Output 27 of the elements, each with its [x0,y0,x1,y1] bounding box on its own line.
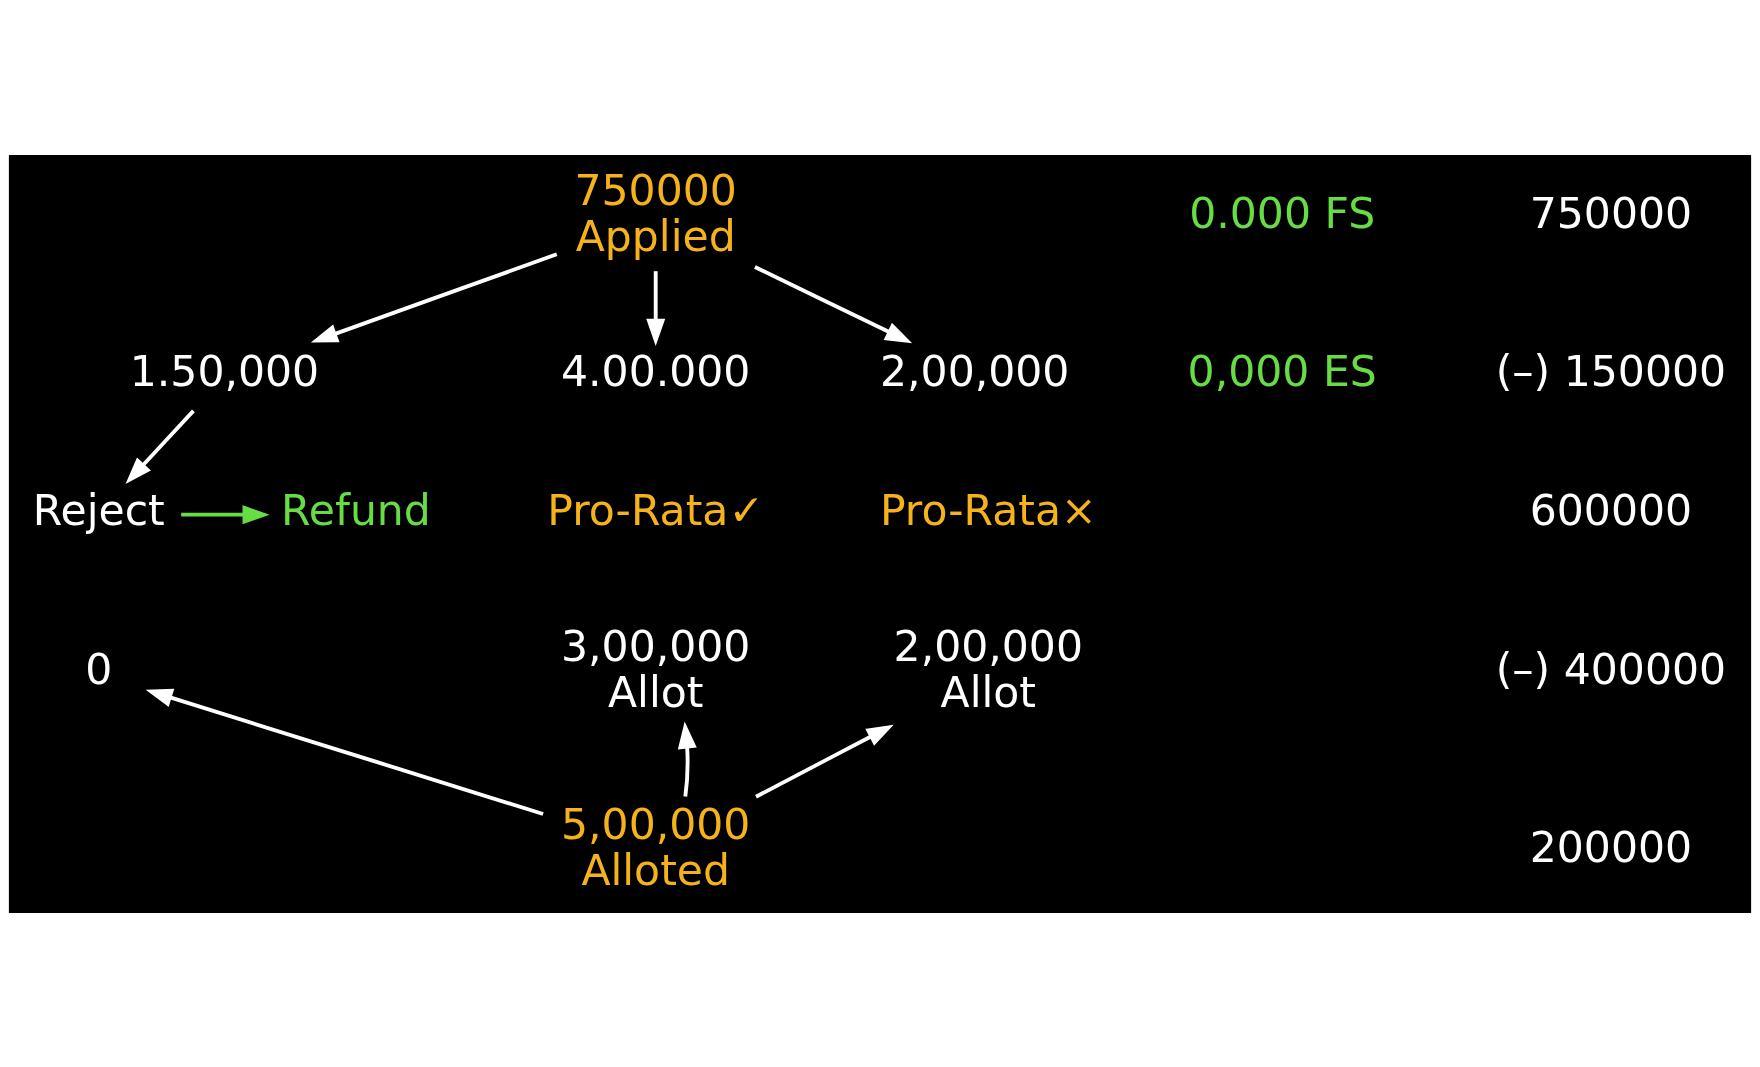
label: Pro-Rata× [879,485,1097,535]
label: 200000 [1529,822,1693,872]
arrow [646,270,666,346]
node-text: 2,00,000 [880,346,1070,396]
label: 600000 [1529,485,1693,535]
node-text: 750000 Applied [574,165,737,261]
node-text: 0 [85,644,113,694]
arrow [145,688,544,816]
arrow [310,251,558,343]
arrow [755,724,894,798]
node-text: Refund [281,485,431,535]
arrow [125,409,195,484]
node-text: Reject [32,485,165,535]
label: Pro-Rata✓ [547,485,765,535]
node-text: 1.50,000 [129,346,320,396]
label: (–) 150000 [1495,346,1727,396]
label: 750000 [1529,188,1693,238]
arrow [754,264,913,343]
arrow [677,721,697,797]
node-text: 3,00,000 Allot [560,621,751,717]
label: 0.000 FS [1189,188,1376,238]
node-text: 2,00,000 Allot [893,621,1083,717]
node-text: 4.00.000 [560,346,751,396]
arrow [181,504,270,524]
label: (–) 400000 [1495,644,1727,694]
node-text: 5,00,000 Alloted [560,799,751,895]
label: 0,000 ES [1187,346,1377,396]
